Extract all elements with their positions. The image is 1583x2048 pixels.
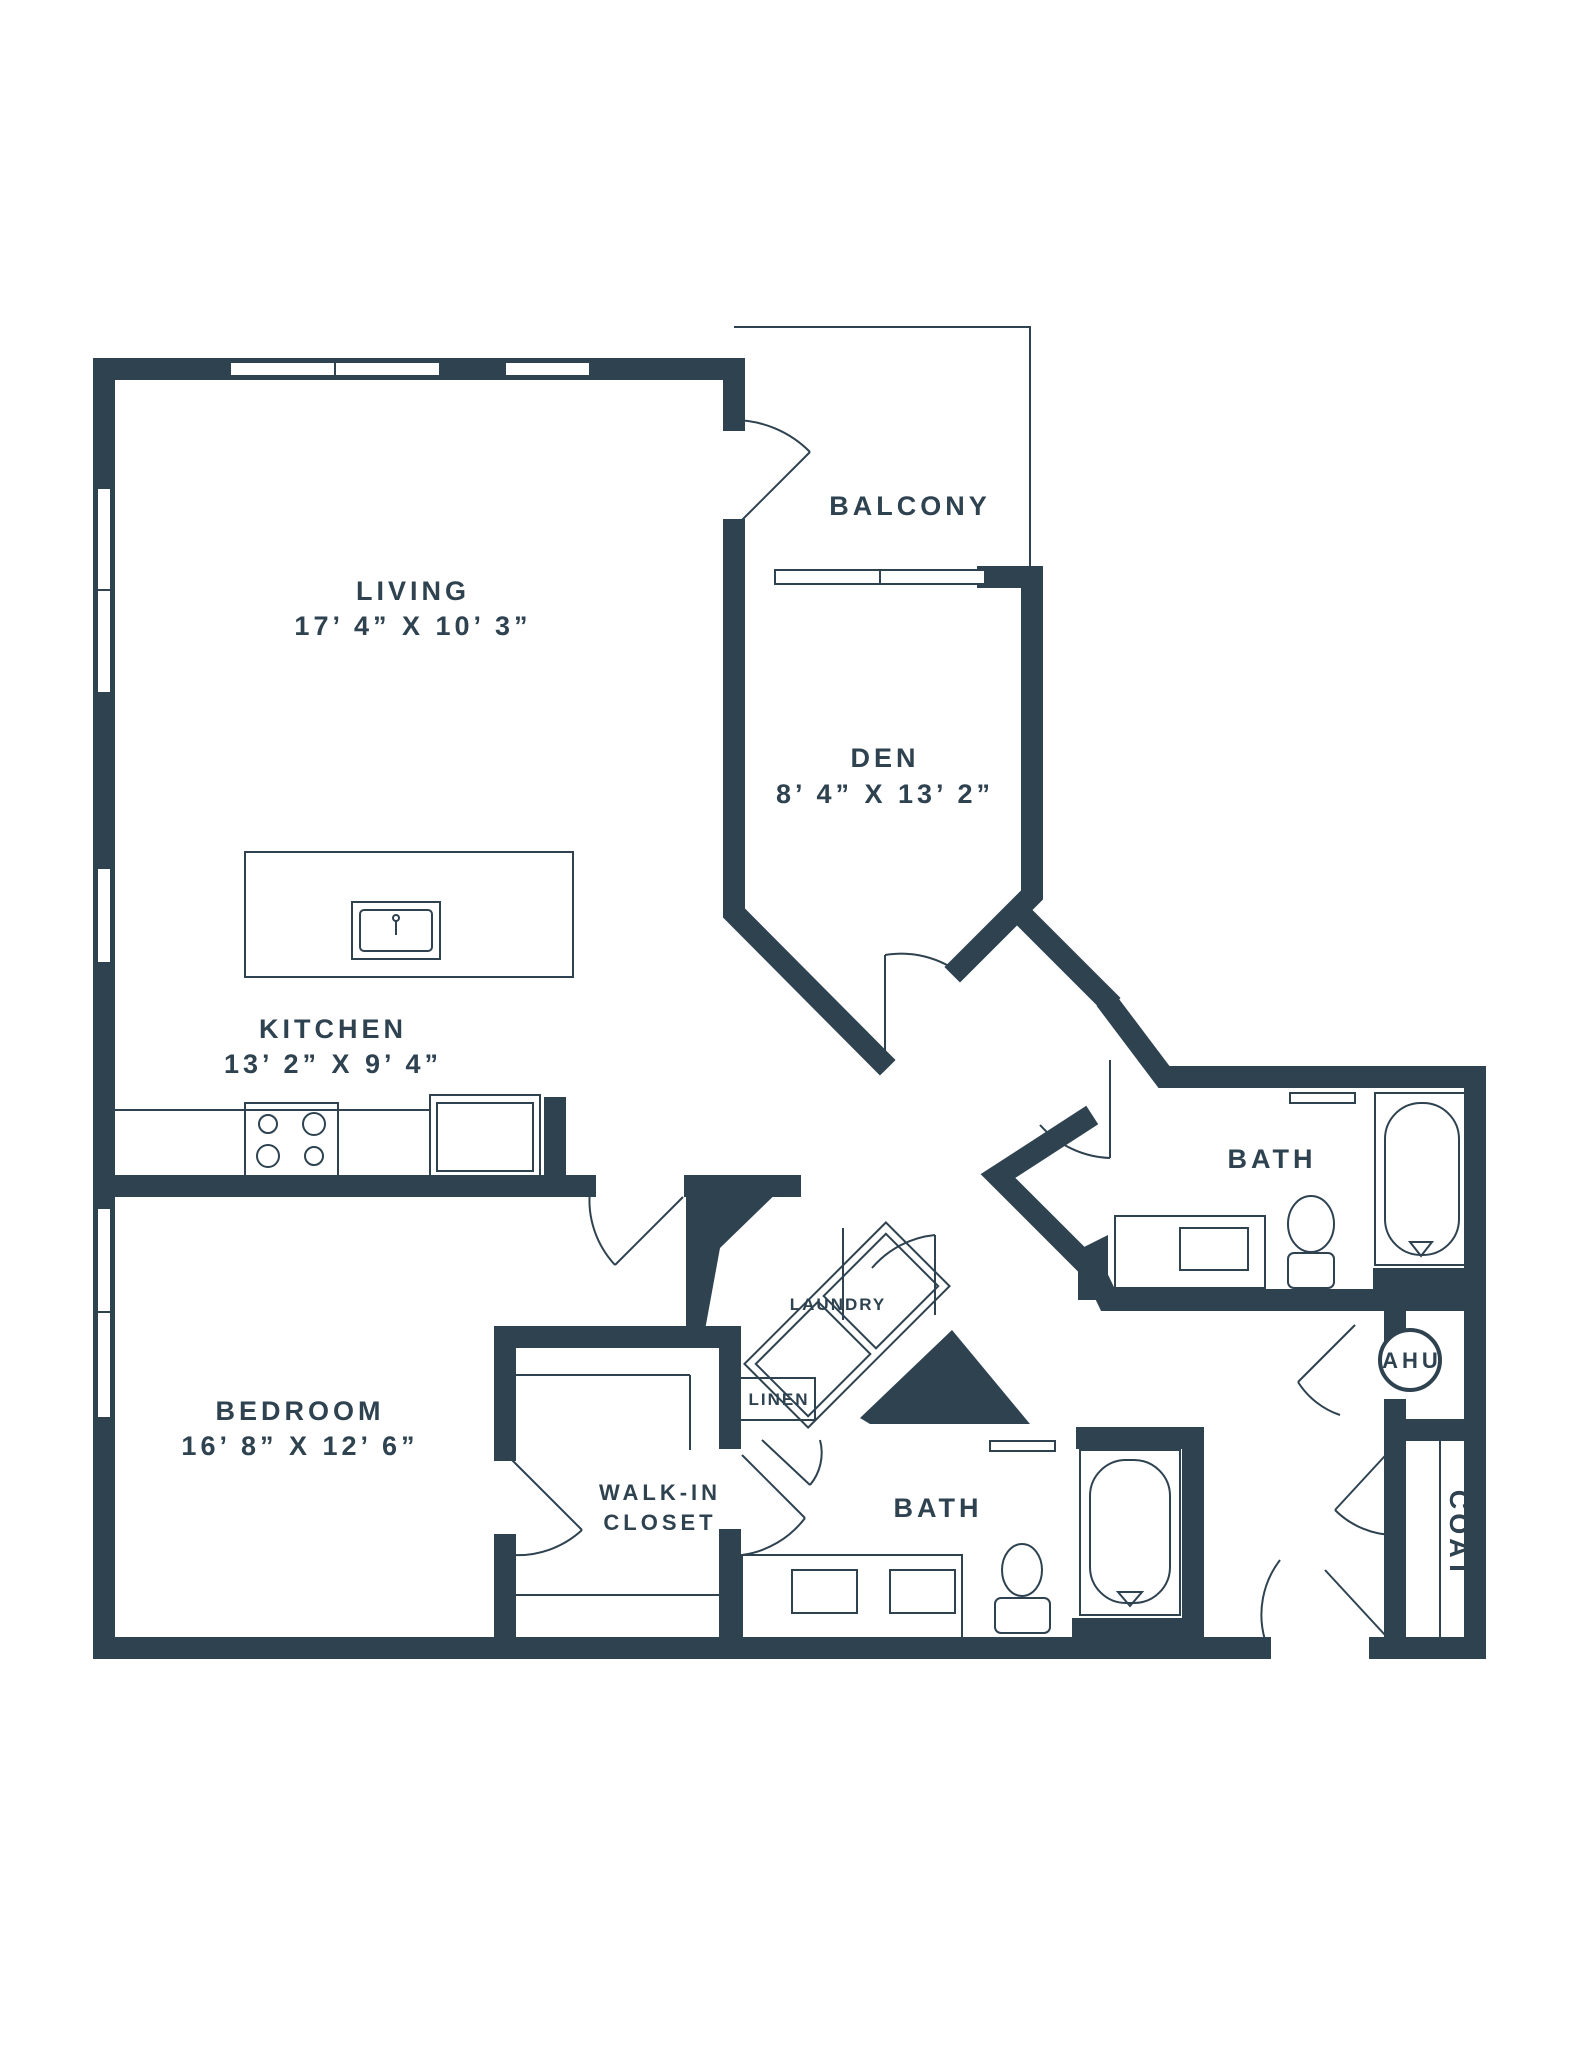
den-label: DEN [850,743,919,773]
doors [511,419,1396,1641]
laundry-fixtures [739,1221,951,1429]
bath1-label: BATH [1228,1144,1317,1174]
den-dimensions: 8’ 4” X 13’ 2” [776,779,994,809]
linen-label: LINEN [749,1390,810,1409]
ahu-unit [1378,1328,1442,1392]
kitchen-dimensions: 13’ 2” X 9’ 4” [224,1049,442,1079]
living-dimensions: 17’ 4” X 10’ 3” [294,611,531,641]
bath2-fixtures [741,1449,1181,1641]
bath1-chase [1078,1235,1108,1300]
bedroom-dimensions: 16’ 8” X 12’ 6” [181,1431,418,1461]
kitchen-fixtures [104,851,574,1179]
bath1-tubwall [1373,1268,1475,1300]
bath1-fixtures [1114,1092,1468,1289]
bath2-label: BATH [894,1493,983,1523]
living-label: LIVING [356,576,470,606]
windows [96,361,1356,1452]
coat-label: COAT [1444,1490,1474,1581]
balcony-label: BALCONY [829,491,991,521]
closet-label-line1: WALK-IN [599,1480,721,1505]
bath2-chase [1072,1618,1193,1648]
bedroom-label: BEDROOM [216,1396,385,1426]
laundry-label: LAUNDRY [790,1295,886,1314]
balcony-outline [734,326,1031,577]
ahu-label: AHU [1382,1348,1442,1373]
shaft-lower [860,1330,1030,1424]
shaft-upper [686,1180,790,1330]
closet-label-line2: CLOSET [603,1510,716,1535]
closet-shelves [514,1374,724,1596]
kitchen-label: KITCHEN [259,1014,407,1044]
